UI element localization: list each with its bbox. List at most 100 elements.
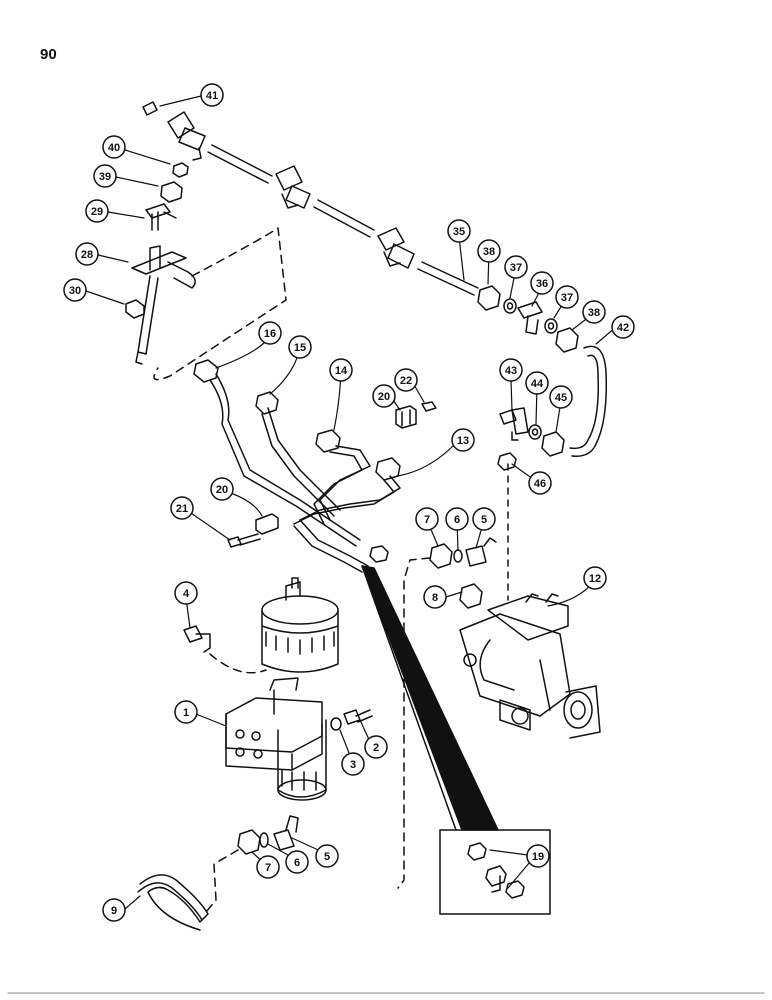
elbow-5-lower [273,815,299,851]
olive-6-upper [453,549,463,563]
svg-text:5: 5 [481,514,487,526]
svg-text:21: 21 [176,503,188,515]
hose-9 [137,874,209,931]
svg-text:44: 44 [531,378,544,390]
washer-37-right [544,318,558,334]
svg-text:45: 45 [555,392,567,404]
injector-pipes [193,359,401,573]
svg-text:20: 20 [378,391,390,403]
nut-39 [160,181,183,203]
callout-30: 30 [63,278,87,302]
callout-6-lower: 6 [285,850,309,874]
leak-off-tube-1 [207,144,273,184]
clamp-29 [145,203,177,231]
filter-bowl [277,719,327,801]
leak-off-tube-35 [417,261,479,296]
callout-13: 13 [451,428,475,452]
callout-8: 8 [423,585,447,609]
detail-pointer [361,565,499,831]
callout-35: 35 [447,219,471,243]
hose-42 [569,345,608,457]
callout-38-right: 38 [582,300,606,324]
callout-37-left: 37 [504,255,528,279]
svg-text:5: 5 [324,851,330,863]
svg-text:40: 40 [108,142,120,154]
bleed-screw-41 [142,101,158,116]
callout-20-lower: 20 [210,477,234,501]
svg-text:20: 20 [216,484,228,496]
washer-3 [330,717,342,731]
nut-7-lower [237,829,261,855]
washer-37-left [503,298,517,314]
svg-text:6: 6 [454,514,460,526]
svg-text:35: 35 [453,226,465,238]
callout-9: 9 [102,898,126,922]
callout-1: 1 [174,700,198,724]
svg-text:38: 38 [483,246,495,258]
injection-pump-12 [459,593,601,739]
callout-16: 16 [258,321,282,345]
washer-44 [528,424,542,440]
elbow-4 [183,625,211,653]
nut-38-left [477,285,501,311]
dashed-leader-7 [397,557,431,889]
callout-22: 22 [394,368,418,392]
callout-20-upper: 20 [372,384,396,408]
screw-21 [227,533,261,548]
callout-6-upper: 6 [445,507,469,531]
filter-head-1 [225,677,323,771]
svg-text:15: 15 [294,342,306,354]
svg-text:42: 42 [617,322,629,334]
fuel-filter [261,577,339,673]
callout-5-upper: 5 [472,507,496,531]
dashed-leader-4 [209,653,267,674]
bolt-2 [343,709,373,725]
callout-38-left: 38 [477,239,501,263]
tee-36 [517,301,543,335]
callout-14: 14 [329,358,353,382]
callout-4: 4 [174,581,198,605]
elbow-5-upper [465,537,497,567]
svg-text:3: 3 [350,759,356,771]
svg-text:9: 9 [111,905,117,917]
nut-46 [497,452,517,471]
svg-text:12: 12 [589,573,601,585]
olive-6-lower [259,832,269,848]
svg-text:46: 46 [534,478,546,490]
callout-19: 19 [526,844,550,868]
svg-text:4: 4 [183,588,190,600]
svg-text:38: 38 [588,307,600,319]
callout-7-lower: 7 [256,855,280,879]
svg-text:37: 37 [561,292,573,304]
callout-15: 15 [288,335,312,359]
tee-fitting-middle [275,165,311,209]
dashed-leader-9 [205,849,239,913]
callout-43: 43 [499,358,523,382]
svg-text:8: 8 [432,592,438,604]
page-number: 90 [40,46,57,63]
svg-text:1: 1 [183,707,189,719]
callout-29: 29 [85,199,109,223]
svg-text:19: 19 [532,851,544,863]
callout-5-lower: 5 [315,844,339,868]
washer-30 [125,299,145,319]
tee-fitting-lower [377,227,415,269]
callout-41: 41 [200,83,224,107]
callout-2: 2 [364,735,388,759]
svg-text:7: 7 [424,514,430,526]
callout-45: 45 [549,385,573,409]
callout-28: 28 [75,242,99,266]
svg-text:2: 2 [373,742,379,754]
nut-8 [459,583,483,609]
nut-40 [172,162,189,178]
callout-3: 3 [341,752,365,776]
nut-7-upper [429,543,453,569]
svg-text:13: 13 [457,435,469,447]
svg-text:29: 29 [91,206,103,218]
svg-text:37: 37 [510,262,522,274]
svg-text:28: 28 [81,249,93,261]
detail-box [439,829,551,915]
callout-46: 46 [528,471,552,495]
clip-20-lower [255,513,279,535]
svg-text:30: 30 [69,285,81,297]
